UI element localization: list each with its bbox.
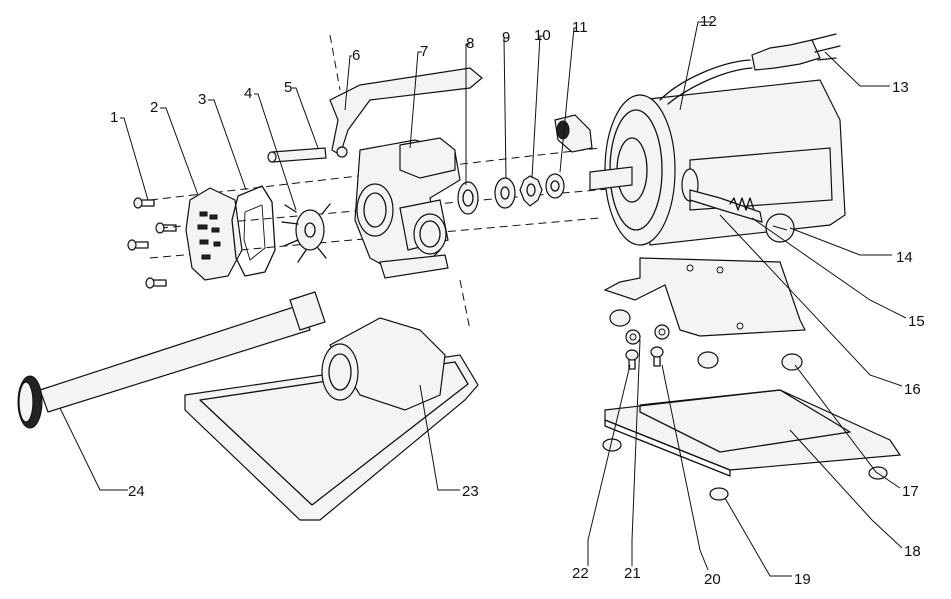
cover-screws (127, 197, 177, 289)
leader-lines (59, 21, 907, 577)
rubber-feet (609, 309, 803, 371)
terminal-spring (689, 189, 763, 223)
base-plate (604, 389, 902, 477)
callout-24: 24 (128, 483, 145, 500)
callout-7: 7 (420, 43, 428, 60)
cover-gasket (231, 185, 276, 277)
callout-14: 14 (896, 249, 913, 266)
callout-23: 23 (462, 483, 479, 500)
bracket-bolts (625, 324, 670, 370)
callout-10: 10 (534, 27, 551, 44)
clamp-lever (329, 67, 483, 158)
callout-21: 21 (624, 565, 641, 582)
motor (589, 79, 846, 246)
washer (494, 177, 516, 209)
switch-boot (554, 114, 593, 153)
callout-20: 20 (704, 571, 721, 588)
callout-2: 2 (150, 99, 158, 116)
power-cord-plug (659, 33, 841, 105)
callout-4: 4 (244, 85, 252, 102)
shaft-seal (545, 173, 565, 199)
callout-18: 18 (904, 543, 921, 560)
outlet-elbow-base (184, 317, 479, 521)
callout-8: 8 (466, 35, 474, 52)
callout-13: 13 (892, 79, 909, 96)
star-washer (519, 175, 543, 207)
callout-17: 17 (902, 483, 919, 500)
callout-19: 19 (794, 571, 811, 588)
callout-3: 3 (198, 91, 206, 108)
callout-5: 5 (284, 79, 292, 96)
callout-22: 22 (572, 565, 589, 582)
impeller (281, 203, 331, 263)
pump-cover-plate (185, 187, 243, 281)
callout-labels: 1 2 3 4 5 6 7 8 9 10 11 12 13 14 15 16 1… (110, 13, 925, 588)
locating-pin (267, 147, 327, 163)
mounting-bracket (603, 257, 806, 337)
callout-15: 15 (908, 313, 925, 330)
pump-housing (354, 137, 461, 279)
inlet-hose (17, 291, 326, 429)
callout-1: 1 (110, 109, 118, 126)
bearing (457, 181, 479, 215)
callout-9: 9 (502, 29, 510, 46)
callout-12: 12 (700, 13, 717, 30)
callout-11: 11 (572, 19, 588, 36)
callout-6: 6 (352, 47, 360, 64)
cable-gland (765, 213, 795, 243)
callout-16: 16 (904, 381, 921, 398)
